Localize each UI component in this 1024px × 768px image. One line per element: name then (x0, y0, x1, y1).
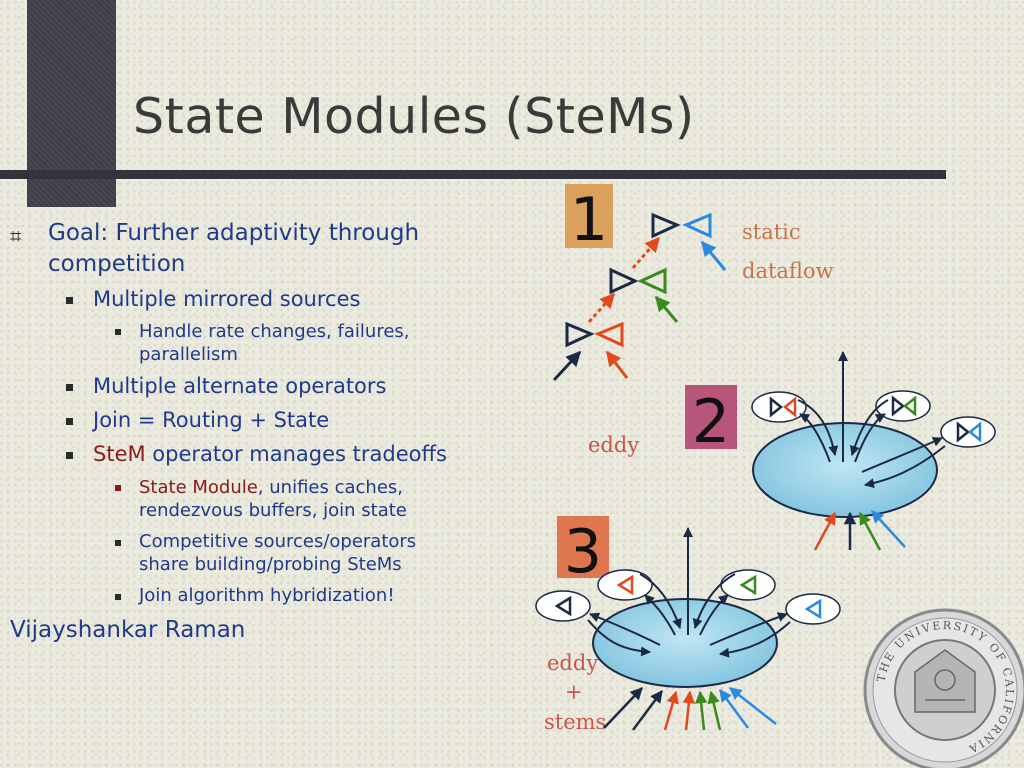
label-eddy: eddy (588, 433, 640, 457)
state-module-highlight: State Module (139, 477, 258, 498)
bullet-square-icon (66, 452, 73, 459)
bullet-square-icon (66, 418, 73, 425)
state-module-rest: , unifies caches, (257, 477, 404, 498)
label-dataflow: dataflow (742, 259, 834, 283)
label-static: static (742, 220, 801, 244)
bullet-goal: Goal: Further adaptivity through (48, 220, 420, 246)
stem-rest: operator manages tradeoffs (145, 442, 447, 466)
badge-2: 2 (685, 385, 737, 457)
bullet-square-icon (115, 540, 121, 546)
bullet-join: Join = Routing + State (93, 408, 330, 432)
bullet-competitive: Competitive sources/operators (139, 531, 417, 552)
bullet-square-icon (115, 485, 121, 491)
title-rule (0, 170, 946, 179)
static-dataflow-plan (552, 212, 727, 382)
bullet-square-icon (115, 329, 121, 335)
bullet-rate-cont: parallelism (139, 344, 238, 365)
badge-3-text: 3 (564, 517, 602, 587)
bullet-square-icon (66, 384, 73, 391)
label-eddy-stems-1: eddy (547, 651, 599, 675)
bullet-square-icon (115, 594, 121, 600)
bullet-square-icon (66, 297, 73, 304)
label-stems: stems (544, 710, 607, 734)
bullet-mirrored: Multiple mirrored sources (93, 287, 361, 311)
bullet-goal-cont: competition (48, 251, 186, 277)
bullet-stem: SteM operator manages tradeoffs (93, 441, 447, 468)
bullet-symbol-icon: ⌗ (10, 224, 22, 248)
slide-title: State Modules (SteMs) (133, 88, 695, 145)
bullet-alternate: Multiple alternate operators (93, 374, 387, 398)
bullet-competitive-cont: share building/probing SteMs (139, 554, 402, 575)
author-name: Vijayshankar Raman (10, 617, 246, 643)
badge-1-text: 1 (570, 185, 608, 255)
university-seal-icon: THE UNIVERSITY OF CALIFORNIA (863, 608, 1024, 768)
eddy-diagram (751, 351, 996, 551)
badge-1: 1 (565, 184, 613, 255)
bullet-rate: Handle rate changes, failures, (139, 321, 410, 342)
stem-highlight: SteM (93, 442, 146, 466)
bullet-state-module-cont: rendezvous buffers, join state (139, 500, 407, 521)
badge-2-text: 2 (692, 387, 730, 457)
badge-3: 3 (557, 516, 609, 587)
bullet-state-module: State Module, unifies caches, (139, 476, 403, 499)
eddy-stems-diagram (535, 527, 841, 731)
label-plus: + (565, 680, 583, 704)
bullet-hybrid: Join algorithm hybridization! (139, 585, 395, 606)
